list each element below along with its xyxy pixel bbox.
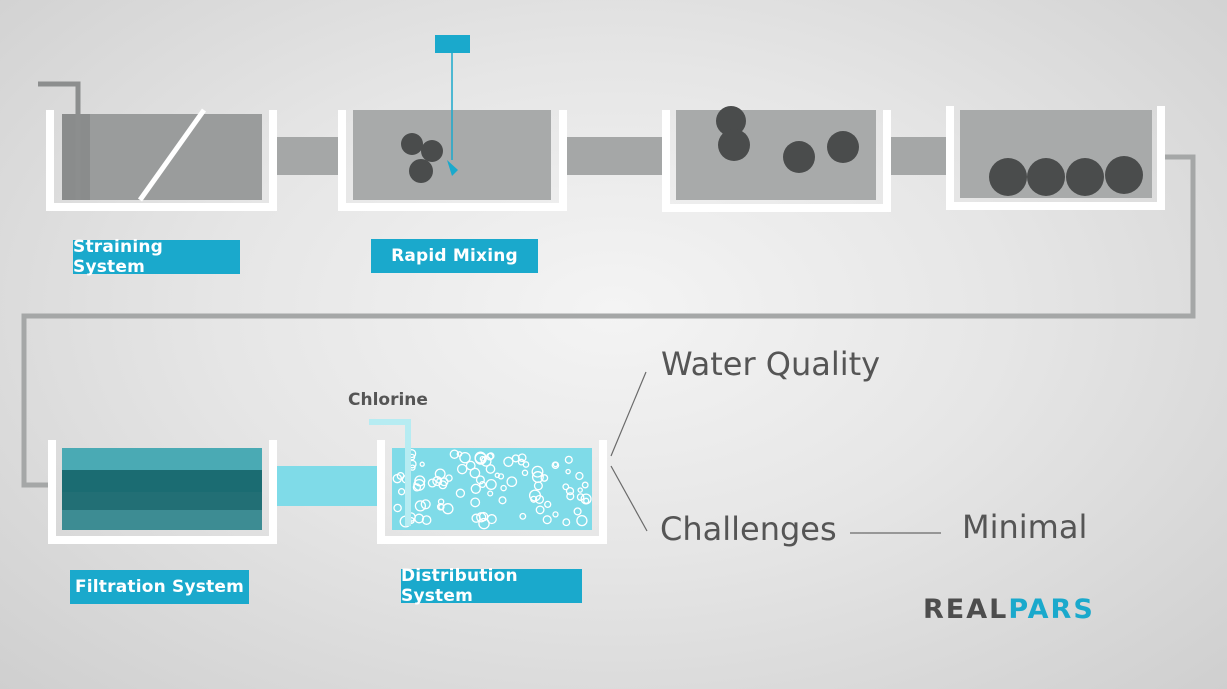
bubble: [503, 456, 514, 467]
bubble: [576, 514, 588, 527]
bubble: [393, 503, 402, 513]
logo-part-pars: PARS: [1008, 594, 1095, 625]
bubble: [521, 469, 529, 477]
bubble: [465, 460, 476, 471]
chemical-feeder-icon: [435, 35, 470, 53]
mixer-blade-icon: [447, 160, 458, 176]
filtration-tank: [48, 440, 277, 544]
bubble: [531, 465, 544, 478]
clean-water-pipe: [276, 466, 378, 506]
bubble: [436, 478, 442, 484]
process-flow-line: [21, 154, 1196, 488]
rapid-mixing-tank: [338, 35, 567, 211]
bubble: [565, 468, 571, 475]
bubble: [577, 487, 583, 493]
bubble: [565, 486, 575, 496]
screen-icon: [137, 108, 207, 202]
bubble: [494, 472, 501, 479]
label-distribution-system: Distribution System: [401, 566, 582, 606]
bubble: [498, 496, 507, 505]
bubble: [562, 483, 570, 491]
logo-part-real: REAL: [923, 594, 1009, 625]
bubble: [562, 518, 571, 527]
bubble: [392, 473, 403, 484]
bubble: [540, 474, 549, 482]
bubble: [470, 483, 481, 494]
pipe-2: [566, 137, 664, 175]
chlorine-dosing-pipe: [369, 419, 411, 526]
label-filtration-system: Filtration System: [70, 570, 249, 604]
bubble: [564, 455, 573, 464]
bubble: [478, 517, 490, 530]
bubble: [456, 451, 463, 457]
bubble: [534, 494, 545, 504]
bubble: [566, 492, 575, 501]
bubble: [459, 451, 471, 464]
bubble: [581, 481, 589, 489]
bubble: [455, 488, 466, 498]
pipe-1: [275, 137, 341, 175]
bubble: [470, 497, 481, 508]
bubble: [478, 480, 487, 489]
bubble: [414, 475, 426, 487]
branch-line-quality: [610, 371, 647, 457]
bubble: [575, 471, 584, 481]
bubble: [528, 489, 542, 502]
bubble: [432, 476, 443, 487]
bubble: [533, 481, 543, 491]
challenges-text: Challenges: [660, 510, 837, 548]
realpars-logo: REALPARS: [923, 594, 1095, 625]
bubble: [397, 488, 406, 496]
bubble: [476, 512, 487, 523]
bubble: [474, 451, 487, 464]
bubble: [583, 497, 590, 504]
bubble: [479, 455, 486, 462]
bubble: [485, 452, 494, 461]
bubble: [419, 461, 425, 467]
bubble: [487, 490, 494, 497]
distribution-tank: [369, 419, 607, 544]
label-straining-system: Straining System: [73, 237, 240, 277]
bubble: [542, 515, 552, 525]
bubble: [506, 476, 518, 488]
bubble: [414, 513, 425, 524]
bubble: [475, 475, 485, 485]
bubble: [544, 500, 552, 509]
bubble: [421, 515, 432, 525]
bubble: [485, 478, 497, 491]
bubble: [412, 483, 422, 492]
bubble: [487, 452, 495, 460]
label-rapid-mixing: Rapid Mixing: [371, 239, 538, 273]
straining-tank: [38, 81, 277, 211]
sedimentation-tank: [946, 106, 1165, 210]
bubble: [414, 500, 427, 512]
bubble: [522, 461, 530, 468]
bubble: [436, 503, 445, 511]
bubble: [573, 507, 582, 516]
chlorine-label: Chlorine: [348, 390, 428, 410]
branch-line-challenges: [610, 465, 648, 532]
bubble: [519, 512, 527, 520]
bubble: [576, 493, 585, 501]
bubble: [427, 478, 437, 488]
bubble: [471, 513, 481, 523]
bubble: [420, 499, 431, 510]
bubble: [469, 467, 481, 479]
bubble: [551, 461, 560, 470]
bubble: [511, 454, 520, 463]
bubble: [552, 511, 559, 518]
pipe-3: [889, 137, 948, 175]
minimal-text: Minimal: [962, 508, 1088, 546]
water-quality-text: Water Quality: [661, 345, 881, 383]
flocculation-tank: [662, 106, 891, 212]
bubble: [535, 505, 545, 515]
bubbles: [392, 449, 592, 530]
bubble: [485, 464, 496, 474]
bubble: [445, 474, 453, 482]
bubble: [456, 463, 468, 475]
bubble: [500, 484, 507, 492]
bubble: [449, 449, 460, 459]
